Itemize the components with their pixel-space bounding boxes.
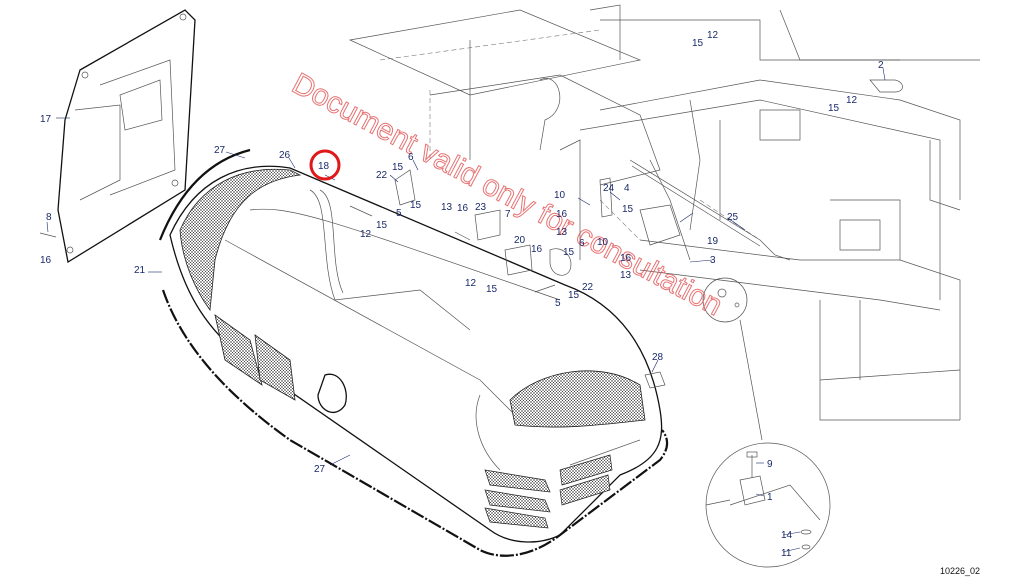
callout-12[interactable]: 12 <box>360 229 372 240</box>
callout-11[interactable]: 11 <box>781 548 792 559</box>
callout-16[interactable]: 16 <box>40 255 52 266</box>
callout-3[interactable]: 3 <box>710 255 716 266</box>
callout-6[interactable]: 6 <box>408 152 414 163</box>
callout-13[interactable]: 13 <box>556 227 568 238</box>
callout-17[interactable]: 17 <box>40 114 52 125</box>
leader-lines <box>46 67 886 553</box>
detail-circle-large <box>705 442 831 568</box>
callout-15[interactable]: 15 <box>392 162 404 173</box>
callout-15[interactable]: 15 <box>376 220 388 231</box>
chassis-frame <box>348 4 980 421</box>
callout-15[interactable]: 15 <box>622 204 634 215</box>
callout-15[interactable]: 15 <box>692 38 704 49</box>
callout-16[interactable]: 16 <box>531 244 543 255</box>
callout-16[interactable]: 16 <box>620 253 632 264</box>
callout-24[interactable]: 24 <box>603 183 615 194</box>
callout-26[interactable]: 26 <box>279 150 291 161</box>
callout-10[interactable]: 10 <box>554 190 566 201</box>
callout-2[interactable]: 2 <box>878 60 884 71</box>
callout-6[interactable]: 6 <box>579 238 585 249</box>
highlight-ring <box>309 149 341 181</box>
callout-5[interactable]: 5 <box>555 298 561 309</box>
drawing-code: 10226_02 <box>940 566 980 576</box>
callout-12[interactable]: 12 <box>707 30 719 41</box>
latch-brackets <box>39 79 903 389</box>
seal-strips <box>158 148 669 557</box>
callout-8[interactable]: 8 <box>46 212 52 223</box>
callout-15[interactable]: 15 <box>563 247 575 258</box>
callout-23[interactable]: 23 <box>475 202 487 213</box>
callout-15[interactable]: 15 <box>828 103 840 114</box>
callout-12[interactable]: 12 <box>465 278 477 289</box>
callout-15[interactable]: 15 <box>486 284 498 295</box>
callout-13[interactable]: 13 <box>441 202 453 213</box>
callout-27[interactable]: 27 <box>314 464 326 475</box>
callout-21[interactable]: 21 <box>134 265 146 276</box>
callout-12[interactable]: 12 <box>846 95 858 106</box>
callout-labels: 2 12 15 12 15 17 27 26 18 6 22 15 15 5 1… <box>40 30 884 559</box>
callout-1[interactable]: 1 <box>767 492 773 503</box>
callout-22[interactable]: 22 <box>582 282 594 293</box>
callout-25[interactable]: 25 <box>727 212 739 223</box>
callout-28[interactable]: 28 <box>652 352 664 363</box>
callout-5[interactable]: 5 <box>396 208 402 219</box>
callout-7[interactable]: 7 <box>505 209 511 220</box>
callout-10[interactable]: 10 <box>597 237 609 248</box>
callout-20[interactable]: 20 <box>514 235 526 246</box>
callout-15[interactable]: 15 <box>410 200 422 211</box>
callout-18[interactable]: 18 <box>318 161 330 172</box>
callout-16[interactable]: 16 <box>457 203 469 214</box>
engine-hood <box>169 165 663 543</box>
callout-22[interactable]: 22 <box>376 170 388 181</box>
callout-13[interactable]: 13 <box>620 270 632 281</box>
callout-27[interactable]: 27 <box>214 145 226 156</box>
callout-4[interactable]: 4 <box>624 183 630 194</box>
side-panel <box>57 9 196 264</box>
callout-9[interactable]: 9 <box>767 459 773 470</box>
callout-15[interactable]: 15 <box>568 290 580 301</box>
callout-19[interactable]: 19 <box>707 236 719 247</box>
callout-16[interactable]: 16 <box>556 209 568 220</box>
callout-14[interactable]: 14 <box>781 530 793 541</box>
detail-circle-small <box>702 277 763 441</box>
